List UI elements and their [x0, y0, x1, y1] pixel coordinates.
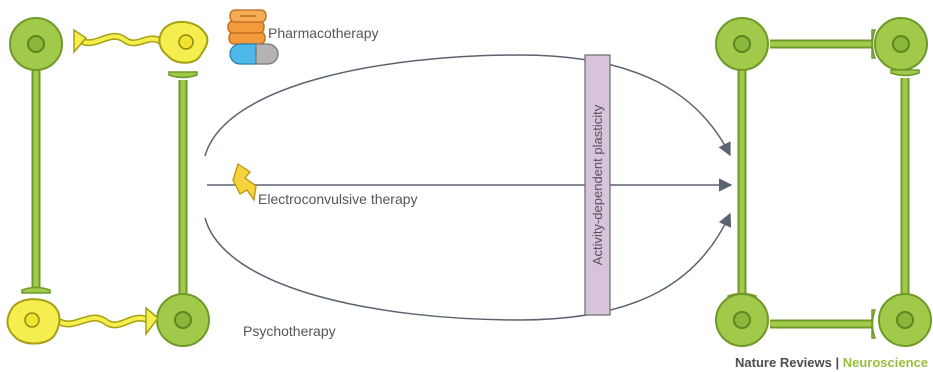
- left-neuron-circuit: [6, 17, 210, 347]
- credit-separator: |: [832, 355, 843, 370]
- glial-cell-icon: [6, 298, 160, 345]
- plasticity-box: Activity-dependent plasticity: [584, 54, 611, 316]
- pharmacotherapy-label: Pharmacotherapy: [268, 25, 379, 41]
- neuron-icon: [156, 71, 210, 347]
- arrow-icon: [204, 212, 732, 321]
- neuron-icon: [715, 17, 877, 300]
- journal-credit: Nature Reviews | Neuroscience: [735, 355, 928, 370]
- ect-label: Electroconvulsive therapy: [258, 191, 418, 207]
- neuron-icon: [878, 69, 932, 347]
- journal-name: Nature Reviews: [735, 355, 832, 370]
- treatment-arrows: [204, 54, 733, 321]
- capsule-icon: [229, 43, 279, 65]
- pill-stack-icon: [227, 9, 267, 45]
- journal-section: Neuroscience: [843, 355, 928, 370]
- plasticity-label: Activity-dependent plasticity: [590, 104, 605, 265]
- neuron-icon: [874, 17, 928, 71]
- arrow-icon: [204, 54, 731, 157]
- lightning-bolt-icon: [232, 162, 257, 202]
- neuron-icon: [715, 293, 877, 347]
- psychotherapy-label: Psychotherapy: [243, 323, 336, 339]
- glial-cell-icon: [73, 21, 209, 64]
- neuron-icon: [9, 17, 63, 294]
- right-neuron-circuit: [715, 17, 932, 347]
